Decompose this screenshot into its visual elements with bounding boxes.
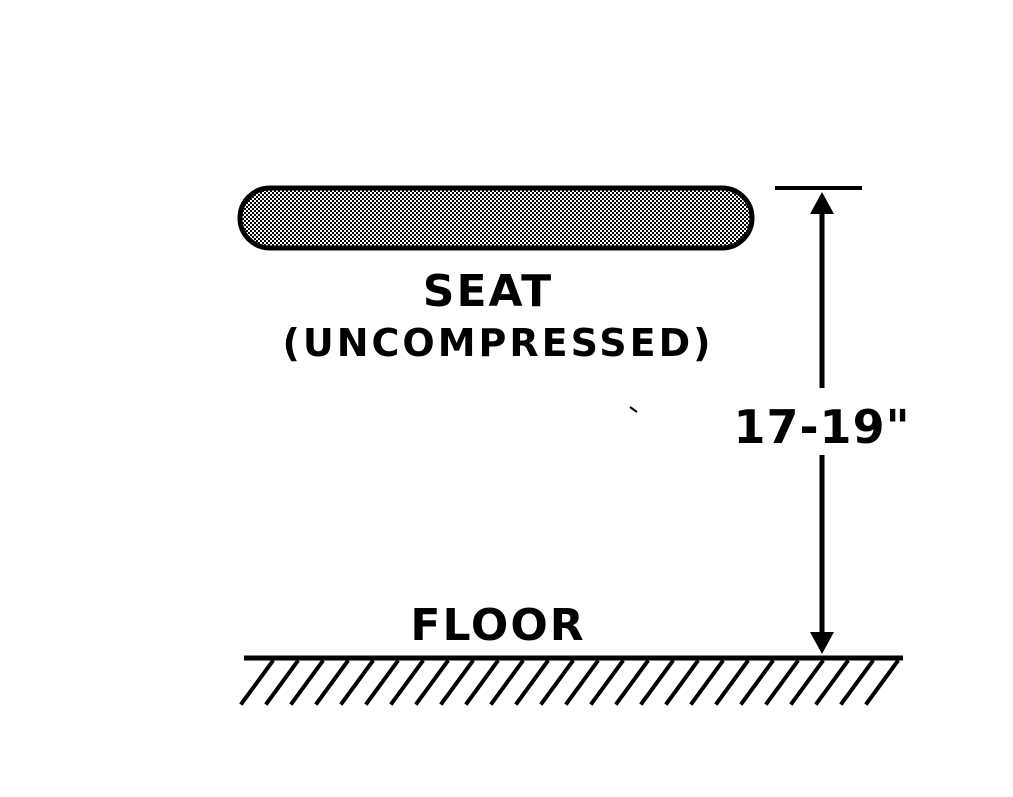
hatch-stroke	[389, 659, 425, 706]
hatch-stroke	[239, 659, 275, 706]
dimension-value: 17-19"	[733, 400, 910, 454]
seat-label: SEAT	[423, 266, 553, 317]
floor-label: FLOOR	[410, 600, 585, 651]
hatch-stroke	[764, 659, 800, 706]
arrowhead-up-icon	[810, 192, 834, 214]
hatch-stroke	[339, 659, 375, 706]
hatch-stroke	[714, 659, 750, 706]
arrowhead-down-icon	[810, 632, 834, 654]
seat-note-label: (UNCOMPRESSED)	[283, 321, 714, 365]
hatch-stroke	[689, 659, 725, 706]
hatch-stroke	[789, 659, 825, 706]
hatch-stroke	[364, 659, 400, 706]
hatch-stroke	[864, 659, 900, 706]
hatch-stroke	[589, 659, 625, 706]
hatch-stroke	[539, 659, 575, 706]
hatch-stroke	[514, 659, 550, 706]
hatch-stroke	[739, 659, 775, 706]
hatch-stroke	[489, 659, 525, 706]
floor-hatching	[239, 659, 900, 706]
hatch-stroke	[639, 659, 675, 706]
hatch-stroke	[414, 659, 450, 706]
hatch-stroke	[439, 659, 475, 706]
hatch-stroke	[614, 659, 650, 706]
hatch-stroke	[464, 659, 500, 706]
hatch-stroke	[814, 659, 850, 706]
seat-cushion	[237, 185, 755, 251]
hatch-stroke	[314, 659, 350, 706]
stray-mark	[629, 406, 638, 413]
hatch-stroke	[664, 659, 700, 706]
hatch-stroke	[839, 659, 875, 706]
hatch-stroke	[564, 659, 600, 706]
hatch-stroke	[264, 659, 300, 706]
hatch-stroke	[289, 659, 325, 706]
